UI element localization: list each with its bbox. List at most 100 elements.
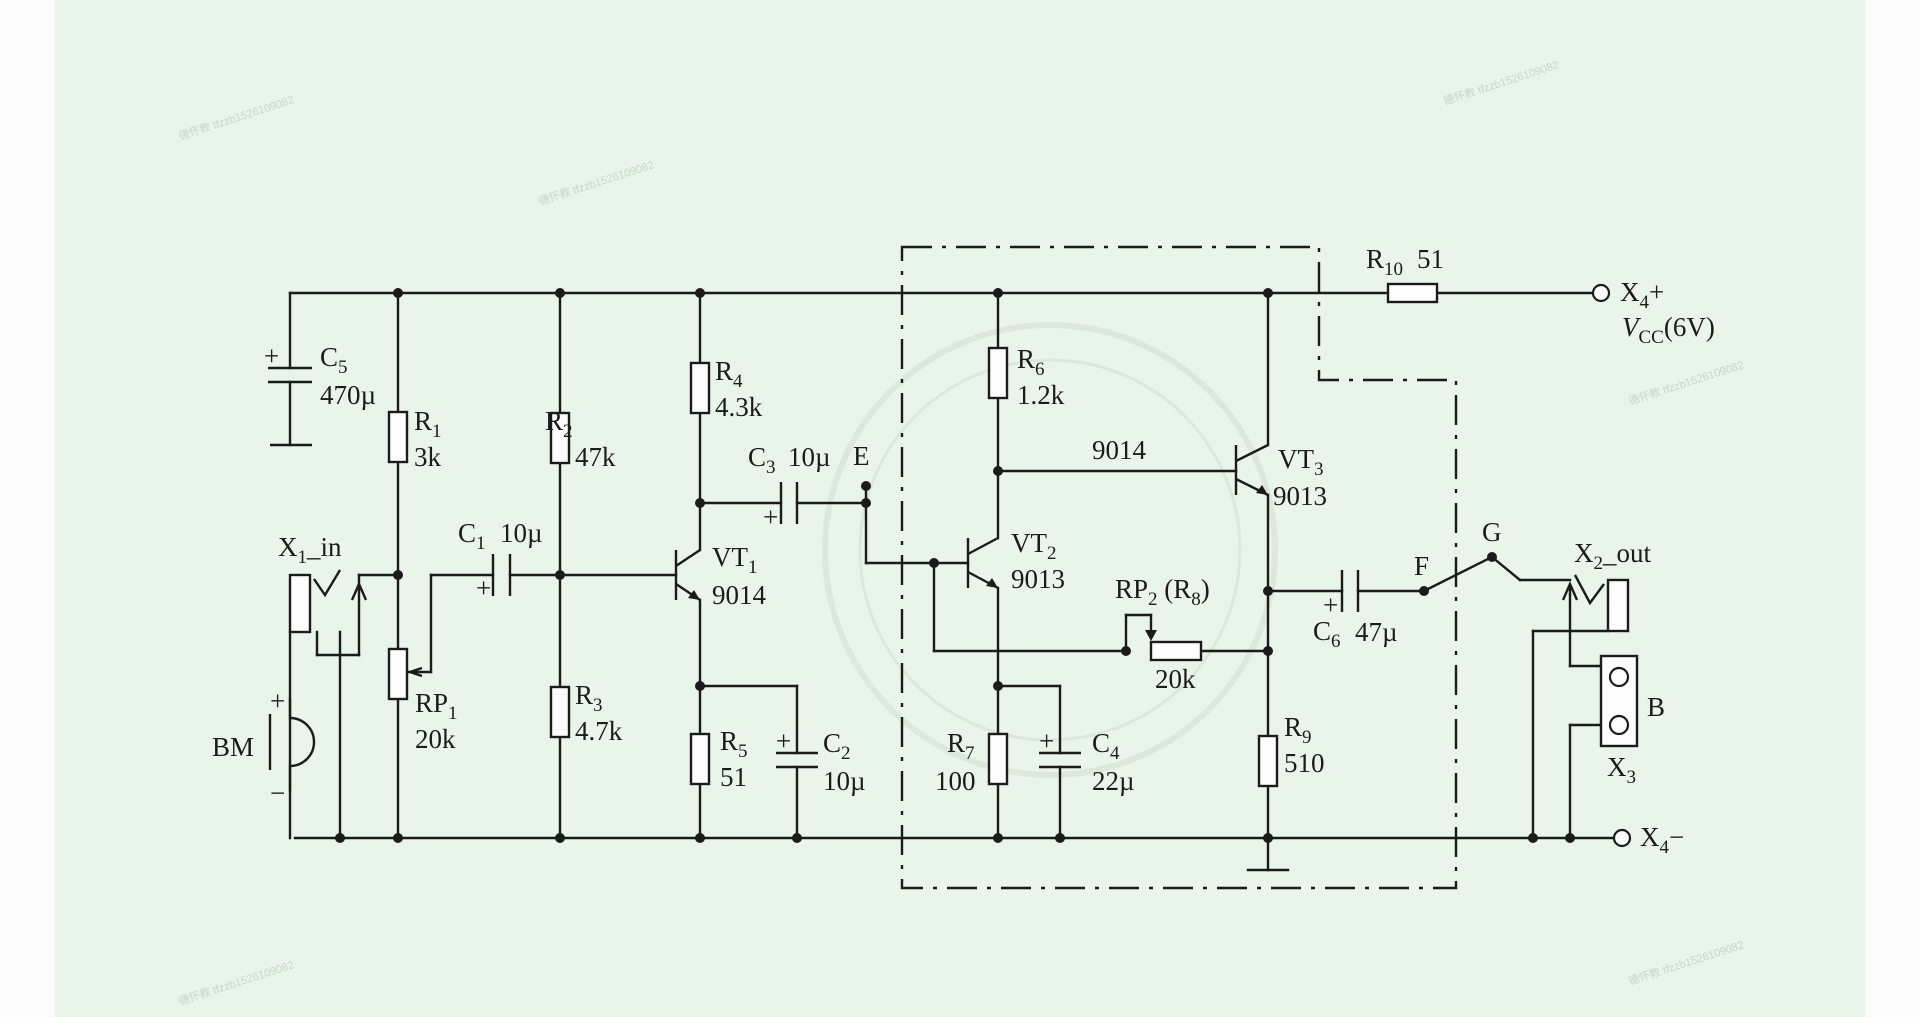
r3-value: 4.7k bbox=[575, 716, 623, 746]
bm-plus-sign: + bbox=[270, 686, 285, 716]
c4-value: 22µ bbox=[1092, 766, 1135, 796]
transistor-vt2 bbox=[966, 536, 999, 590]
c2-plus-sign: + bbox=[776, 726, 791, 756]
vt3-value: 9013 bbox=[1273, 481, 1327, 511]
potentiometer-rp1 bbox=[387, 647, 423, 701]
f-node-label: F bbox=[1414, 551, 1429, 581]
transistor-vt3 bbox=[1234, 443, 1269, 497]
diagram-background bbox=[55, 0, 1865, 1017]
rp2-value: 20k bbox=[1155, 664, 1196, 694]
c6-value: 47µ bbox=[1355, 617, 1398, 647]
input-jack-x1 bbox=[288, 569, 368, 634]
c3-label: C3 bbox=[748, 442, 776, 478]
watermark-text: 德怀教 tfzzb1526109082 bbox=[1442, 57, 1561, 108]
c3-value: 10µ bbox=[788, 442, 831, 472]
c6-label: C6 bbox=[1313, 616, 1341, 652]
watermark-group: 德怀教 tfzzb1526109082 德怀教 tfzzb1526109082 … bbox=[177, 57, 1746, 1008]
rp1-value: 20k bbox=[415, 724, 456, 754]
r2-label: R2 bbox=[545, 406, 573, 442]
vt2-value: 9013 bbox=[1011, 564, 1065, 594]
r6-value: 1.2k bbox=[1017, 380, 1065, 410]
r5-label: R5 bbox=[720, 726, 748, 762]
vt2-label: VT2 bbox=[1011, 528, 1057, 564]
resistor-r5 bbox=[689, 732, 711, 786]
e-node-label: E bbox=[853, 441, 870, 471]
capacitor-c5: + bbox=[264, 341, 312, 447]
c3-plus-sign: + bbox=[763, 502, 778, 532]
x4-plus-label: X4+ bbox=[1620, 277, 1664, 313]
x3-label: X3 bbox=[1607, 752, 1636, 788]
rp2-label: RP2 (R8) bbox=[1115, 574, 1210, 610]
r5-value: 51 bbox=[720, 762, 747, 792]
resistor-r10 bbox=[1386, 282, 1439, 304]
r10-value: 51 bbox=[1417, 244, 1444, 274]
r9-label: R9 bbox=[1284, 712, 1312, 748]
resistor-r7 bbox=[987, 732, 1009, 786]
r7-value: 100 bbox=[935, 766, 976, 796]
wires bbox=[288, 291, 1619, 872]
vcc-label: VCC(6V) bbox=[1622, 312, 1715, 348]
output-jack-x2 bbox=[1561, 574, 1630, 633]
r7-label: R7 bbox=[947, 728, 975, 764]
c1-plus-sign: + bbox=[476, 573, 491, 603]
resistor-r4 bbox=[689, 361, 711, 415]
connector-x3 bbox=[1599, 654, 1639, 748]
c4-plus-sign: + bbox=[1039, 726, 1054, 756]
transistor-vt1 bbox=[674, 549, 701, 601]
module-outline bbox=[900, 245, 1458, 890]
x4-minus-terminal bbox=[1612, 828, 1632, 848]
c4-label: C4 bbox=[1092, 728, 1120, 764]
bm-minus-sign: − bbox=[270, 778, 285, 808]
resistor-r1 bbox=[387, 410, 409, 464]
x2-label: X2_out bbox=[1574, 538, 1652, 574]
watermark-text: 德怀教 tfzzb1526109082 bbox=[1627, 937, 1746, 988]
capacitor-c2: + bbox=[776, 726, 818, 769]
microphone-bm: + − bbox=[268, 686, 316, 808]
r9-value: 510 bbox=[1284, 748, 1325, 778]
c2-label: C2 bbox=[823, 728, 851, 764]
rp1-label: RP1 bbox=[415, 688, 458, 724]
component-labels: C5 470µ R1 3k R2 47k R3 4.7k R4 4.3k R5 … bbox=[212, 244, 1715, 858]
r6-label: R6 bbox=[1017, 344, 1045, 380]
vt1-value: 9014 bbox=[712, 580, 767, 610]
watermark-text: 德怀教 tfzzb1526109082 bbox=[177, 92, 296, 143]
bm-label: BM bbox=[212, 732, 254, 762]
watermark-text: 德怀教 tfzzb1526109082 bbox=[177, 957, 296, 1008]
c1-label: C1 bbox=[458, 518, 486, 554]
capacitor-c4: + bbox=[1039, 726, 1081, 769]
c5-plus-sign: + bbox=[264, 341, 279, 371]
resistor-r9 bbox=[1257, 734, 1279, 788]
r4-value: 4.3k bbox=[715, 392, 763, 422]
g-node-label: G bbox=[1482, 517, 1502, 547]
resistor-r6 bbox=[987, 346, 1009, 400]
resistor-r2 bbox=[549, 411, 571, 465]
c5-value: 470µ bbox=[320, 380, 376, 410]
vt1-label: VT1 bbox=[712, 542, 758, 578]
r2-value: 47k bbox=[575, 442, 616, 472]
x1-label: X1_in bbox=[278, 532, 342, 568]
junction-dots bbox=[335, 288, 1575, 843]
r1-value: 3k bbox=[414, 442, 442, 472]
x4-plus-terminal bbox=[1591, 283, 1611, 303]
watermark-text: 德怀教 tfzzb1526109082 bbox=[537, 157, 656, 208]
r4-label: R4 bbox=[715, 356, 743, 392]
resistor-r3 bbox=[549, 685, 571, 739]
r3-label: R3 bbox=[575, 680, 603, 716]
c5-label: C5 bbox=[320, 342, 348, 378]
capacitor-c6: + bbox=[1323, 570, 1360, 620]
vt3-label: VT3 bbox=[1278, 444, 1324, 480]
capacitor-c1: + bbox=[476, 554, 512, 603]
c1-value: 10µ bbox=[500, 518, 543, 548]
x4-minus-label: X4− bbox=[1640, 822, 1684, 858]
capacitor-c3: + bbox=[763, 482, 799, 532]
potentiometer-rp2 bbox=[1145, 630, 1203, 662]
c2-value: 10µ bbox=[823, 766, 866, 796]
r1-label: R1 bbox=[414, 406, 442, 442]
t9014-label: 9014 bbox=[1092, 435, 1147, 465]
watermark-text: 德怀教 tfzzb1526109082 bbox=[1627, 357, 1746, 408]
b-label: B bbox=[1647, 692, 1665, 722]
c6-plus-sign: + bbox=[1323, 590, 1338, 620]
r10-label: R10 bbox=[1366, 244, 1403, 280]
